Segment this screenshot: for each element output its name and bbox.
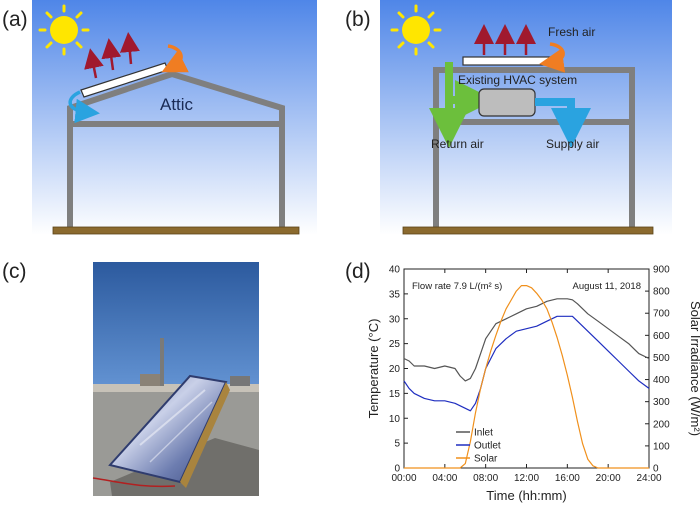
x-tick-label: 00:00 xyxy=(391,473,416,484)
y-tick-label: 40 xyxy=(389,265,401,276)
legend-label-outlet: Outlet xyxy=(474,441,501,452)
fresh-air-label: Fresh air xyxy=(548,25,595,39)
y-tick-label: 25 xyxy=(389,339,401,350)
solar-collector xyxy=(462,56,552,66)
flow-rate-annotation: Flow rate 7.9 L/(m² s) xyxy=(412,281,502,292)
x-tick-label: 20:00 xyxy=(596,473,621,484)
fresh-air-arrow xyxy=(161,44,189,73)
panel-label-d: (d) xyxy=(345,260,371,283)
heat-arrows xyxy=(84,32,140,79)
ground xyxy=(402,226,654,235)
y2-tick-label: 600 xyxy=(653,331,670,342)
x-tick-label: 24:00 xyxy=(636,473,661,484)
panel-b: Fresh air Existing HVAC system Return ai… xyxy=(345,0,700,240)
y2-tick-label: 700 xyxy=(653,309,670,320)
plot-frame xyxy=(403,268,650,469)
series-line-outlet xyxy=(403,315,650,412)
x-tick-label: 04:00 xyxy=(432,473,457,484)
fresh-air-arrow xyxy=(539,42,566,73)
legend-label-solar: Solar xyxy=(474,454,498,465)
x-tick-label: 12:00 xyxy=(514,473,539,484)
attic-diagram: Attic xyxy=(32,0,317,235)
panel-label-a: (a) xyxy=(2,8,28,31)
house-frame xyxy=(67,70,285,228)
attic-label: Attic xyxy=(160,95,194,114)
supply-air-duct xyxy=(535,98,591,148)
y2-tick-label: 300 xyxy=(653,397,670,408)
y2-tick-label: 900 xyxy=(653,265,670,276)
return-air-label: Return air xyxy=(431,137,484,151)
sun-icon xyxy=(390,4,442,56)
panel-a: Attic (a) xyxy=(0,0,345,240)
sun-icon xyxy=(38,4,90,56)
panel-label-b: (b) xyxy=(345,8,371,31)
y-tick-label: 35 xyxy=(389,289,401,300)
collector-photo xyxy=(92,262,259,496)
y2-tick-label: 800 xyxy=(653,287,670,298)
y-tick-label: 10 xyxy=(389,414,401,425)
hvac-label: Existing HVAC system xyxy=(458,73,577,87)
y2-tick-label: 200 xyxy=(653,419,670,430)
y2-tick-label: 100 xyxy=(653,441,670,452)
series-line-inlet xyxy=(403,298,650,382)
x-tick-label: 08:00 xyxy=(473,473,498,484)
y-axis-label: Temperature (°C) xyxy=(366,319,381,419)
date-annotation: August 11, 2018 xyxy=(573,281,642,292)
supply-air-label: Supply air xyxy=(546,137,599,151)
series-line-solar xyxy=(404,284,649,469)
x-axis-label: Time (hh:mm) xyxy=(486,488,566,503)
heat-arrows xyxy=(474,24,536,55)
y-tick-label: 0 xyxy=(394,464,400,475)
y2-tick-label: 500 xyxy=(653,353,670,364)
return-air-duct xyxy=(429,62,495,148)
y-tick-label: 30 xyxy=(389,314,401,325)
legend-label-inlet: Inlet xyxy=(474,428,493,439)
hvac-unit xyxy=(478,88,536,117)
panel-label-c: (c) xyxy=(2,260,27,283)
y-tick-label: 20 xyxy=(389,364,401,375)
x-tick-label: 16:00 xyxy=(555,473,580,484)
y-tick-label: 15 xyxy=(389,389,401,400)
y-tick-label: 5 xyxy=(394,439,400,450)
panel-c: (c) xyxy=(0,250,345,508)
y2-tick-label: 0 xyxy=(653,464,659,475)
hvac-diagram: Fresh air Existing HVAC system Return ai… xyxy=(380,0,672,235)
y2-tick-label: 400 xyxy=(653,375,670,386)
attic-air-arrow xyxy=(68,90,100,124)
ground xyxy=(52,226,300,235)
y2-axis-label: Solar Irradiance (W/m²) xyxy=(688,301,700,436)
